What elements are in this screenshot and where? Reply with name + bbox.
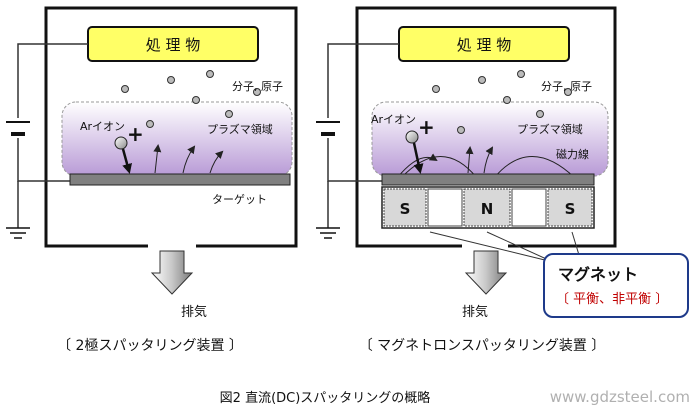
left-caption: 〔 2極スパッタリング装置 〕 [57, 338, 243, 354]
magnet-n-center [463, 188, 511, 227]
left-chamber-wall [44, 6, 298, 248]
left-molecule-label: 分子, 原子 [232, 80, 283, 93]
magnet-s-left [383, 188, 427, 227]
sputter-arrow [182, 145, 196, 174]
right-substrate-label: 処 理 物 [457, 36, 512, 54]
molecule-dot [432, 85, 440, 93]
right-ion-label: Arイオン [371, 113, 416, 126]
field-line [493, 156, 576, 179]
molecule-dot [192, 96, 200, 104]
molecule-dot [225, 110, 233, 118]
left-apparatus: 処 理 物 分子, 原子 Arイオン + [6, 6, 298, 354]
left-ion-plus: + [127, 122, 144, 146]
right-wire-top [327, 43, 399, 118]
right-ground-icon [316, 227, 340, 239]
molecule-dot [564, 88, 572, 96]
molecule-dot [503, 96, 511, 104]
left-ion-ball [114, 136, 128, 150]
left-ion-label: Arイオン [80, 120, 125, 133]
right-ion-plus: + [418, 115, 435, 139]
field-line [400, 156, 478, 179]
sputter-arrow [465, 146, 474, 174]
sputter-arrow [209, 150, 224, 174]
magnet-callout-title: マグネット [558, 265, 638, 284]
right-exhaust-label: 排気 [462, 304, 488, 320]
magnet-callout-box [543, 253, 689, 318]
molecule-dot [517, 70, 525, 78]
magnet-callout-sub: 〔 平衡、非平衡 〕 [556, 292, 668, 307]
left-target-plate [69, 173, 291, 186]
right-apparatus: 処 理 物 S N S [316, 6, 689, 354]
left-plasma-region [61, 101, 293, 177]
magnet-callout-pointers [429, 231, 580, 263]
right-molecules [432, 70, 572, 134]
molecule-dot [146, 120, 154, 128]
right-molecule-label: 分子, 原子 [541, 80, 592, 93]
right-plasma-label: プラズマ領域 [517, 122, 583, 136]
molecule-dot [121, 85, 129, 93]
right-sputter-arrows [465, 146, 494, 174]
left-wire-top [17, 43, 88, 118]
molecule-dot [253, 88, 261, 96]
right-chamber-wall [355, 6, 617, 248]
right-magnet-assembly: S N S [381, 186, 595, 229]
right-caption: 〔 マグネトロンスパッタリング装置 〕 [359, 338, 606, 354]
left-target-label: ターゲット [212, 193, 267, 206]
molecule-dot [457, 126, 465, 134]
right-exhaust-arrow [464, 250, 508, 295]
molecule-dot [536, 110, 544, 118]
left-substrate-label: 処 理 物 [146, 36, 201, 54]
watermark: www.gdzsteel.com [550, 388, 690, 406]
left-molecules [121, 70, 261, 128]
magnet-spacer [511, 188, 547, 227]
magnet-label-s-right: S [565, 200, 576, 218]
right-target-plate [381, 173, 595, 186]
left-ion-arrow [121, 148, 132, 174]
molecule-dot [167, 76, 175, 84]
molecule-dot [206, 70, 214, 78]
magnet-label-s-left: S [400, 200, 411, 218]
left-exhaust-label: 排気 [181, 304, 207, 320]
left-sputter-arrows [153, 144, 224, 174]
right-field-label: 磁力線 [556, 147, 589, 161]
left-ground-icon [6, 227, 30, 239]
molecule-dot [478, 76, 486, 84]
left-plasma-label: プラズマ領域 [207, 122, 273, 136]
sputter-arrow [153, 144, 162, 174]
figure-caption: 図2 直流(DC)スパッタリングの概略 [220, 390, 431, 406]
magnet-s-right [547, 188, 593, 227]
right-ion-ball [405, 130, 419, 144]
sputter-arrow [483, 146, 494, 174]
magnet-spacer [427, 188, 463, 227]
left-exhaust-arrow [150, 250, 194, 295]
right-ion-arrow [412, 142, 424, 174]
magnet-label-n: N [481, 200, 494, 218]
